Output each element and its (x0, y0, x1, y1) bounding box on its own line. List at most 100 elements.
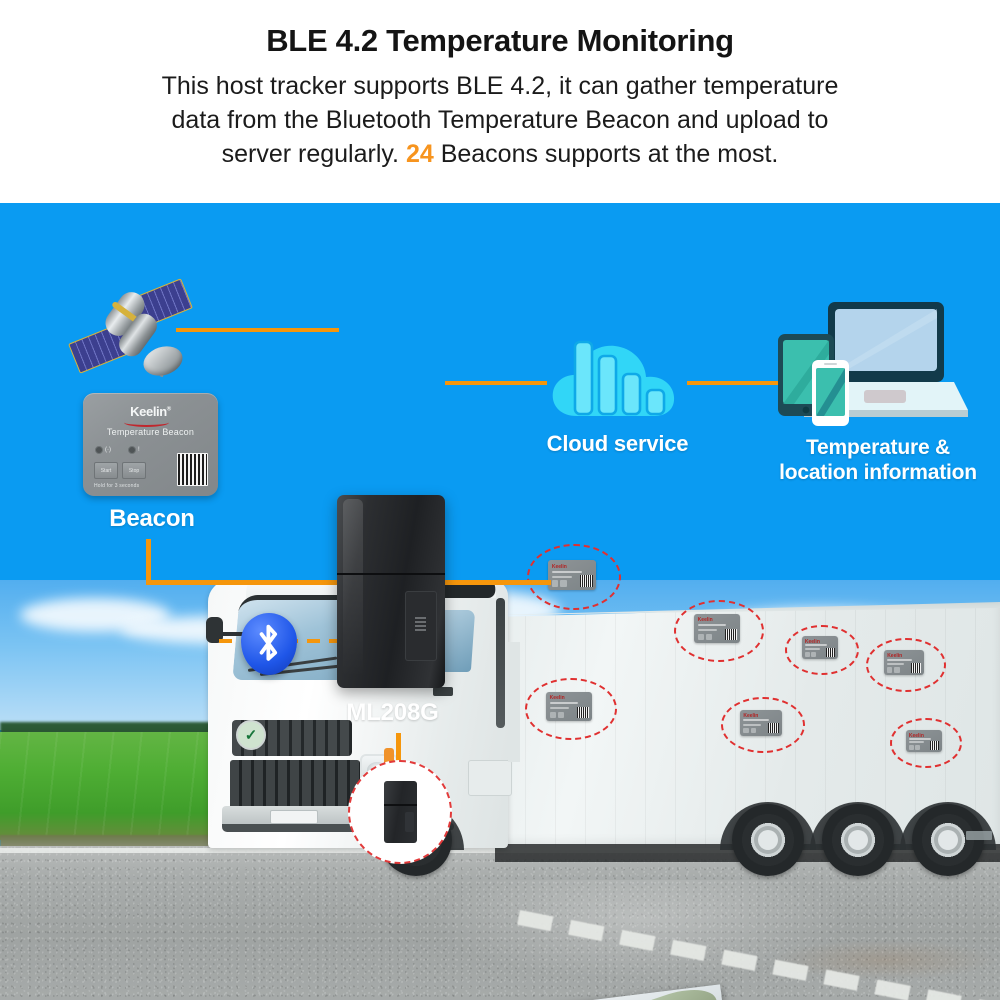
gps-satellite-icon (68, 278, 193, 381)
trailer-beacon-sticker: Keelin (546, 692, 592, 721)
cloud-bar-chart-icon (547, 328, 687, 428)
tracker-grip (415, 617, 426, 631)
qr-code-icon (826, 647, 836, 657)
trailer-wheel (732, 804, 804, 876)
sticker-line (887, 663, 904, 665)
ml208g-tracker-icon (383, 781, 417, 843)
trailer-plate (966, 831, 992, 840)
sticker-brand: Keelin (887, 653, 903, 659)
beacon-highlight-ring (527, 544, 621, 610)
bluetooth-icon (241, 613, 297, 675)
trailer-wheel (912, 804, 984, 876)
beacon-count-highlight: 24 (405, 140, 434, 169)
beacon-brand-swoosh (124, 418, 169, 427)
lower-grille (230, 760, 360, 810)
qr-code-icon (910, 662, 922, 673)
air-dam (508, 642, 520, 762)
label-temperature-location: Temperature & location information (756, 435, 1000, 485)
trailer-beacon-sticker: Keelin (694, 614, 740, 643)
emblem-glyph: ✓ (244, 726, 258, 744)
sticker-brand: Keelin (908, 732, 924, 739)
sticker-button (743, 727, 749, 734)
description-line-3-pre: server regularly. (221, 140, 406, 169)
fuel-tank (468, 760, 512, 796)
beacon-stop-button[interactable]: Stop (122, 462, 146, 479)
sticker-line (804, 647, 820, 650)
sticker-button (908, 744, 914, 750)
trailer-wheel (822, 804, 894, 876)
beacon-brand-mark: ® (166, 406, 171, 413)
sticker-brand: Keelin (697, 617, 713, 624)
tracker-seam (337, 573, 445, 575)
laptop-icon (804, 302, 968, 417)
beacon-highlight-ring (674, 599, 764, 662)
beacon-highlight-ring (785, 624, 859, 675)
sticker-line (549, 707, 569, 710)
beacon-led-power-label: (·) (105, 447, 111, 453)
connector-satellite-to-tracker (176, 328, 339, 332)
sticker-line (743, 723, 761, 726)
exhaust-stack (496, 598, 505, 728)
sticker-line (908, 737, 932, 740)
qr-code-icon (576, 706, 589, 719)
sticker-button (705, 633, 712, 641)
beacon-led-row: (·) ! (95, 446, 140, 454)
trailer-beacon-sticker: Keelin (548, 560, 596, 590)
trailer-beacon-sticker: Keelin (802, 636, 838, 659)
description-line-1: This host tracker supports BLE 4.2, it c… (161, 72, 839, 101)
beacon-hint-text: Hold for 3 seconds (94, 483, 140, 489)
sticker-button (887, 667, 893, 673)
sticker-line (908, 741, 924, 744)
beacon-led-power (95, 446, 103, 454)
page-description: This host tracker supports BLE 4.2, it c… (50, 69, 950, 171)
sticker-button (551, 580, 559, 587)
sticker-button (697, 633, 704, 641)
flow-connectors: Keelin ® Temperature Beacon (·) ! Start S… (0, 203, 1000, 1000)
sticker-brand: Keelin (549, 695, 565, 702)
beacon-subtitle: Temperature Beacon (106, 427, 195, 437)
sticker-brand: Keelin (804, 638, 820, 645)
tracker-gloss (343, 499, 363, 677)
sticker-button (894, 667, 900, 673)
side-mirror (206, 617, 223, 643)
sticker-brand: Keelin (743, 713, 759, 720)
ml208g-tracker-icon (337, 495, 445, 688)
beacon-highlight-ring (721, 697, 805, 753)
connector-cloud-to-devices (687, 381, 779, 385)
connector-ml208g-label-vertical (396, 733, 401, 773)
qr-code-icon (724, 628, 737, 641)
beacon-start-button[interactable]: Start (94, 462, 118, 479)
qr-code-icon (930, 741, 940, 750)
sticker-brand: Keelin (551, 563, 567, 570)
header: BLE 4.2 Temperature Monitoring This host… (0, 0, 1000, 203)
page-title: BLE 4.2 Temperature Monitoring (266, 23, 734, 58)
sticker-line (887, 659, 912, 661)
door-handle (433, 687, 453, 696)
label-output-line-1: Temperature & (805, 436, 951, 459)
sticker-line (743, 719, 770, 722)
beacon-highlight-ring (890, 718, 962, 768)
turn-indicator (384, 748, 394, 770)
connector-beacon-label-vertical (146, 539, 151, 584)
trailer-beacon-sticker: Keelin (884, 650, 924, 675)
bumper-lip (222, 824, 382, 832)
sticker-line (697, 624, 727, 627)
label-output-line-2: location information (779, 461, 977, 485)
sticker-line (551, 575, 572, 578)
trailer-beacon-sticker: Keelin (740, 710, 782, 736)
label-cloud-service: Cloud service (546, 431, 689, 456)
sticker-line (549, 702, 579, 705)
license-plate (270, 810, 318, 824)
sticker-button (549, 711, 556, 719)
sticker-line (697, 629, 717, 632)
sticker-button (804, 651, 810, 657)
tracker-callout-circle (348, 760, 452, 864)
beacon-led-status-label: ! (138, 447, 140, 453)
description-line-3-post: Beacons supports at the most. (433, 140, 779, 169)
sticker-button (915, 744, 921, 750)
sticker-button (811, 651, 817, 657)
connector-tracker-to-cloud (445, 381, 547, 385)
trailer-beacon-sticker: Keelin (906, 730, 942, 752)
sticker-button (557, 711, 564, 719)
